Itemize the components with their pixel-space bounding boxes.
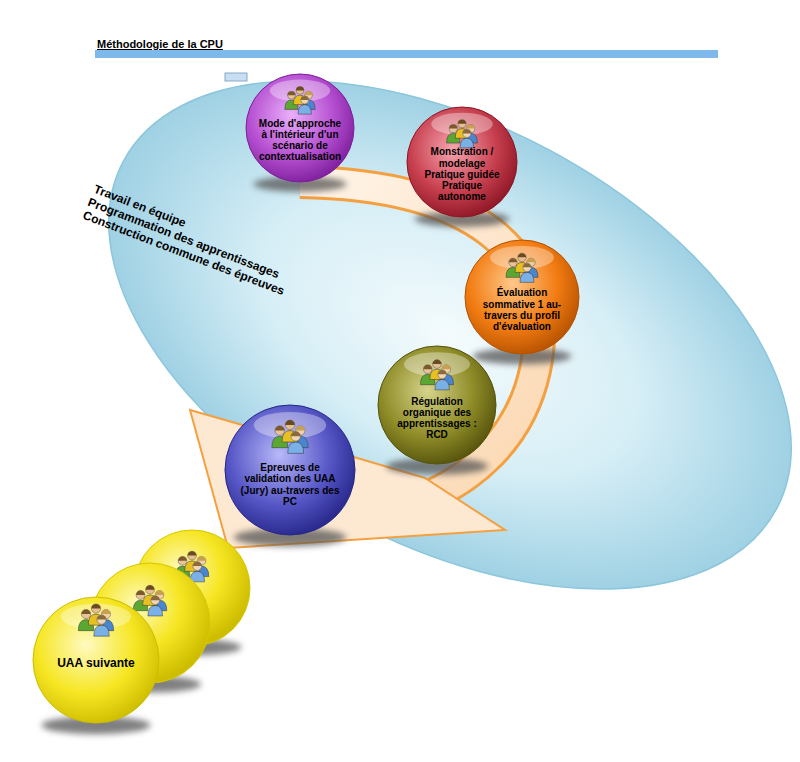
diagram-title: Méthodologie de la CPU [97,38,223,50]
person-hair [81,609,90,614]
person-hair [296,86,304,90]
person-hair [509,258,517,262]
person-body [94,625,109,636]
title-bar [95,50,718,58]
person-hair [287,91,295,95]
person-hair [188,551,197,555]
person-head [423,365,432,374]
person-head [438,370,447,379]
person-hair [97,615,106,620]
sphere [407,107,517,217]
sphere [465,240,579,354]
person-head [146,585,155,594]
person-hair [155,591,164,595]
sphere-node: Mode d'approche à l'intérieur d'un scéna… [245,73,355,183]
person-hair [146,585,155,589]
person-head [518,253,526,261]
person-hair [467,124,475,128]
person-hair [305,91,313,95]
person-hair [433,360,442,364]
node-text: Monstration / modelage Pratique guidée P… [419,146,506,202]
person-head [188,551,197,560]
node-text: Mode d'approche à l'intérieur d'un scéna… [257,118,342,163]
person-head [81,609,90,618]
person-hair [295,426,305,431]
person-hair [178,556,187,560]
small-tab [225,73,247,81]
sphere-node: Epreuves de validation des UAA (Jury) au… [224,404,356,536]
person-head [523,263,531,271]
person-head [301,96,309,104]
person-hair [197,556,206,560]
person-hair [518,253,526,257]
sphere [33,597,159,723]
person-body [298,105,311,114]
sphere-highlight [61,604,131,630]
person-hair [301,96,309,100]
person-head [287,91,295,99]
person-body [288,442,304,453]
person-head [136,591,145,600]
person-hair [449,124,457,128]
person-body [435,380,449,390]
person-head [433,360,442,369]
sphere [378,346,496,464]
person-head [178,556,187,565]
person-head [275,426,285,436]
node-text: UAA suivante [46,657,145,670]
person-hair [458,120,466,124]
person-hair [285,420,295,425]
person-head [509,258,517,266]
node-text: Évaluation sommative 1 au-travers du pro… [477,287,567,332]
ring-ellipse [25,0,800,694]
person-head [449,124,457,132]
person-head [463,129,471,137]
person-head [193,562,202,571]
person-hair [523,263,531,267]
node-text: Régulation organique des apprentissages … [391,396,484,441]
sphere-node: Monstration / modelage Pratique guidée P… [406,106,518,218]
person-head [91,604,100,613]
person-hair [423,365,432,369]
sphere-node: Régulation organique des apprentissages … [377,345,497,465]
person-hair [527,258,535,262]
person-hair [136,591,145,595]
person-head [151,596,160,605]
person-body [520,272,534,282]
person-hair [91,604,100,609]
person-head [291,431,301,441]
person-hair [193,562,202,566]
person-hair [151,596,160,600]
person-head [296,86,304,94]
sphere-node: UAA suivante [32,596,160,724]
person-head [285,420,295,430]
person-hair [438,370,447,374]
person-hair [291,431,301,436]
person-hair [101,609,110,614]
person-hair [275,426,285,431]
node-text: Epreuves de validation des UAA (Jury) au… [239,462,341,507]
sphere [225,405,355,535]
person-body [148,605,163,616]
sphere-node: Évaluation sommative 1 au-travers du pro… [464,239,580,355]
sphere [246,74,354,182]
person-hair [463,129,471,133]
person-head [458,120,466,128]
person-hair [442,365,451,369]
person-head [97,615,106,624]
